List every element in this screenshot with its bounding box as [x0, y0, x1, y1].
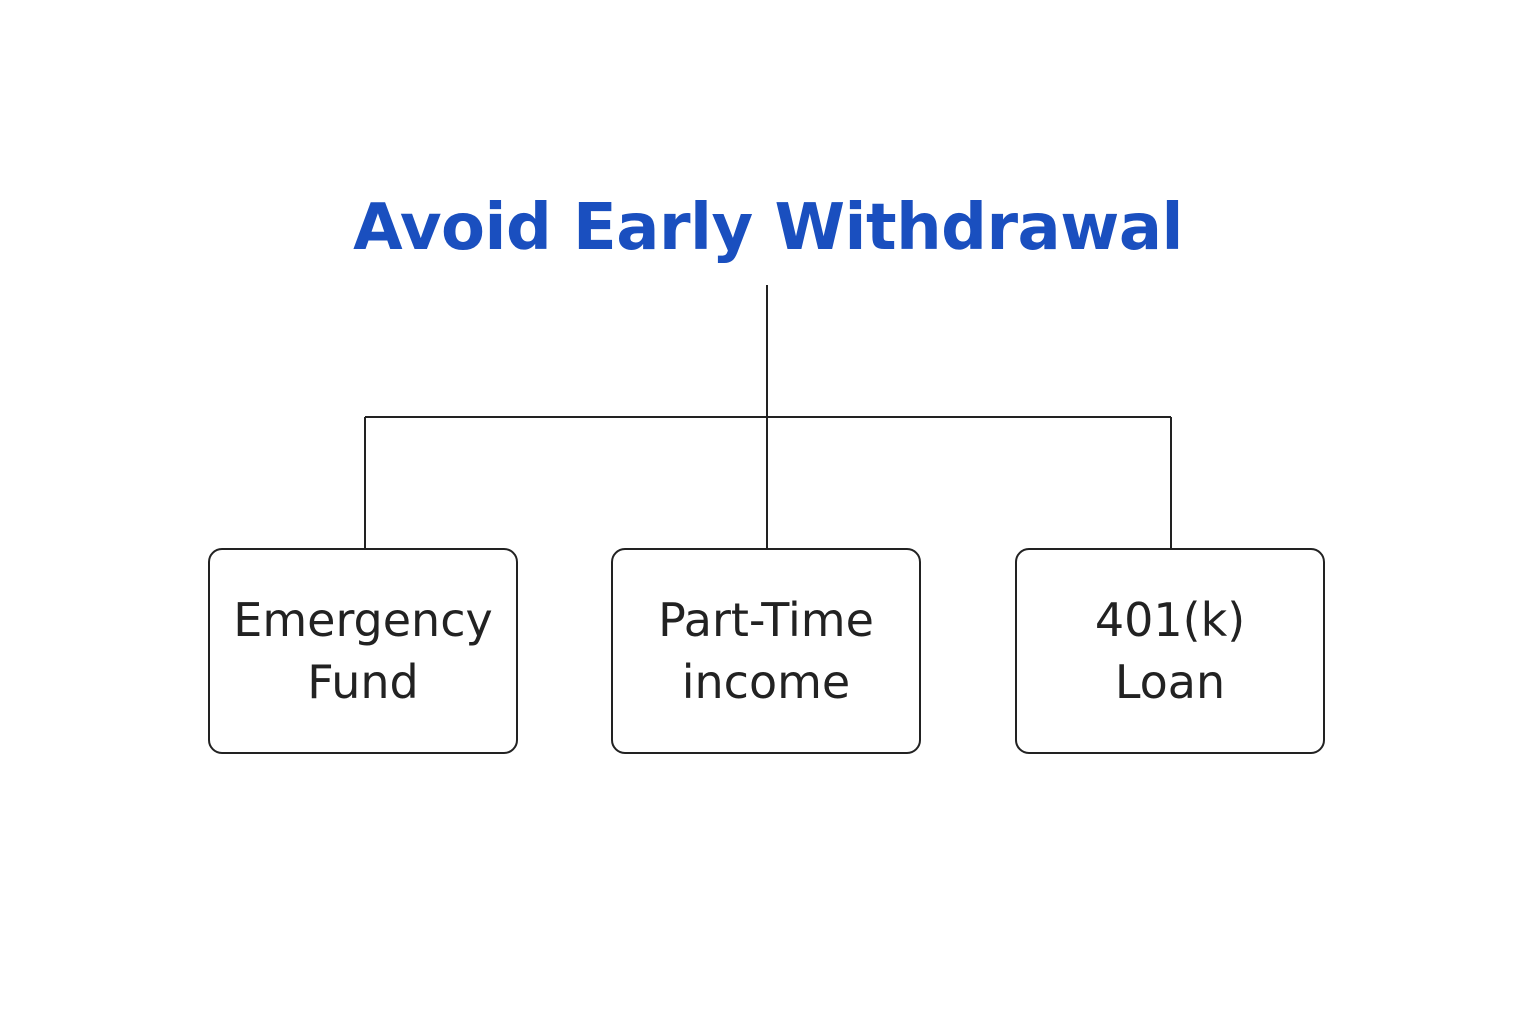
node-label-line: Emergency — [233, 593, 493, 647]
node-401k-loan: 401(k) Loan — [1015, 548, 1325, 754]
node-part-time-income: Part-Time income — [611, 548, 921, 754]
diagram-title: Avoid Early Withdrawal — [353, 191, 1183, 265]
node-label-line: income — [681, 655, 851, 709]
node-label: 401(k) Loan — [1095, 589, 1245, 713]
node-label-line: 401(k) — [1094, 593, 1246, 647]
node-emergency-fund: Emergency Fund — [208, 548, 518, 754]
node-label-line: Loan — [1114, 655, 1226, 709]
node-label: Emergency Fund — [233, 589, 492, 713]
node-label-line: Part-Time — [658, 593, 874, 647]
node-label: Part-Time income — [658, 589, 874, 713]
node-label-line: Fund — [307, 655, 419, 709]
